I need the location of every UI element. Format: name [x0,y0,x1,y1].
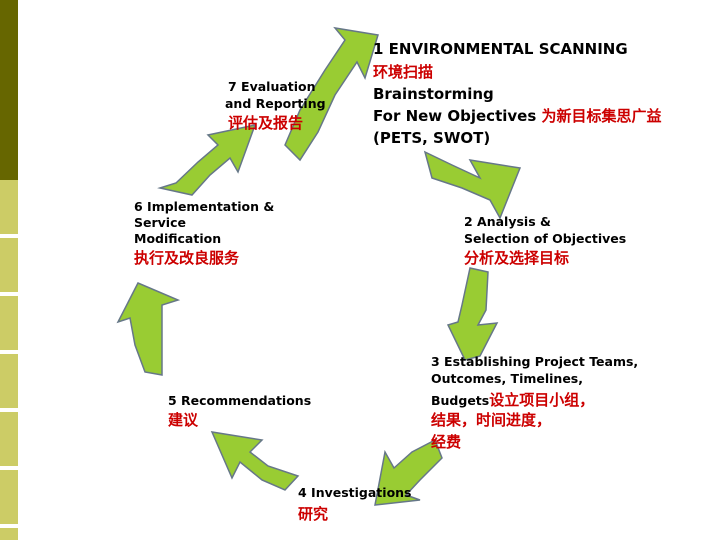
step-1-objectives-en: For New Objectives [373,107,542,125]
step-3-line-3: Budgets设立项目小组， [431,390,594,409]
step-1-objectives: For New Objectives 为新目标集思广益 [373,107,662,125]
step-3-cn-3: 经费 [431,433,462,451]
arrow-5-to-6 [116,282,181,376]
step-4-line-1: 4 Investigations [298,485,412,500]
sidebar-dark-block [0,0,18,180]
step-7-line-2: and Reporting [225,96,326,111]
step-4-cn: 研究 [298,505,329,523]
step-6-line-3: Modification [134,231,222,246]
step-7-line-1: 7 Evaluation [228,79,316,94]
step-6-cn: 执行及改良服务 [134,249,240,267]
step-2-line-1: 2 Analysis & [464,214,551,229]
arrow-4-to-5 [210,431,300,491]
step-2-cn: 分析及选择目标 [464,249,570,267]
arrow-2-to-3 [446,267,499,361]
arrow-3-to-4 [374,438,443,506]
step-3-line-2: Outcomes, Timelines, [431,371,583,386]
step-7-cn: 评估及报告 [228,114,304,132]
step-1-cn: 环境扫描 [373,63,434,81]
step-5-cn: 建议 [168,411,199,429]
arrow-6-to-7 [157,123,257,196]
step-3-cn-2: 结果，时间进度， [431,411,552,429]
decorative-sidebar [0,0,18,540]
step-6-line-1: 6 Implementation & [134,199,275,214]
step-5-line-1: 5 Recommendations [168,393,312,408]
step-3-line-1: 3 Establishing Project Teams, [431,354,639,369]
step-1-title: 1 ENVIRONMENTAL SCANNING [373,40,628,58]
arrow-7-to-1 [284,26,379,162]
step-3-cn-1: 设立项目小组， [489,391,595,409]
step-1-tail: (PETS, SWOT) [373,129,491,147]
step-1-brainstorming: Brainstorming [373,85,494,103]
step-3-budgets: Budgets [431,393,490,408]
step-1-objectives-cn: 为新目标集思广益 [541,107,662,125]
step-2-line-2: Selection of Objectives [464,231,627,246]
step-6-line-2: Service [134,215,186,230]
arrow-1-to-2 [423,150,522,220]
sidebar-striped-block [0,180,18,540]
